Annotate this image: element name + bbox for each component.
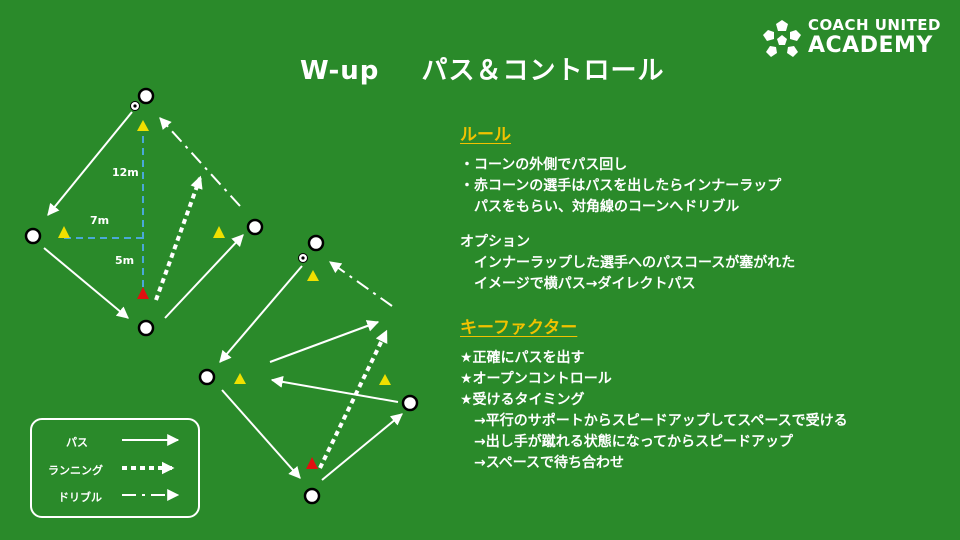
cone-yellow xyxy=(234,373,246,384)
player xyxy=(303,487,321,505)
player xyxy=(137,87,155,105)
player xyxy=(246,218,264,236)
cone-yellow xyxy=(213,226,225,238)
legend: パス ランニング ドリブル xyxy=(30,418,200,518)
ball-icon xyxy=(130,101,140,111)
ball-icon xyxy=(298,253,308,263)
coach-united-logo: COACH UNITED ACADEMY xyxy=(760,18,950,62)
keyfactor-line: ★オープンコントロール xyxy=(460,371,612,387)
title-main: W-up xyxy=(300,56,380,86)
legend-dribble-label: ドリブル xyxy=(58,491,102,504)
option-line: イメージで横パス→ダイレクトパス xyxy=(460,276,696,292)
cone-yellow xyxy=(379,374,391,385)
legend-symbols xyxy=(122,434,180,501)
pass-arrow xyxy=(221,389,301,479)
option-line: インナーラップした選手へのパスコースが塞がれた xyxy=(460,255,796,271)
title-sub: パス＆コントロール xyxy=(421,56,665,86)
logo-line1: COACH UNITED xyxy=(808,16,941,34)
rules-line: ・赤コーンの選手はパスを出したらインナーラップ xyxy=(460,178,782,194)
player xyxy=(307,234,325,252)
diagram-1: 12m 7m 5m xyxy=(24,87,264,337)
player xyxy=(137,319,155,337)
player xyxy=(198,368,216,386)
ball-cluster-icon xyxy=(763,20,801,57)
player xyxy=(24,227,42,245)
rules-line: パスをもらい、対角線のコーンへドリブル xyxy=(460,199,740,215)
measure-12m: 12m xyxy=(112,166,139,179)
keyfactor-line: →スペースで待ち合わせ xyxy=(460,455,625,471)
drill-diagram: 12m 7m 5m xyxy=(24,87,419,505)
cone-red xyxy=(137,287,149,299)
logo-text: COACH UNITED ACADEMY xyxy=(808,18,941,57)
rules-heading: ルール xyxy=(460,125,511,145)
measure-7m: 7m xyxy=(90,214,109,227)
cone-red xyxy=(306,457,318,469)
pass-arrow xyxy=(43,247,129,319)
pass-arrow xyxy=(321,413,403,481)
keyfactor-line: →出し手が蹴れる状態になってからスピードアップ xyxy=(460,434,794,450)
pass-arrow xyxy=(269,320,380,363)
keyfactor-line: ★正確にパスを出す xyxy=(460,350,585,366)
running-arrow xyxy=(154,175,203,301)
keyfactor-line: ★受けるタイミング xyxy=(460,392,585,408)
player xyxy=(401,394,419,412)
rules-line: ・コーンの外側でパス回し xyxy=(460,157,628,173)
option-heading: オプション xyxy=(460,234,530,250)
cone-yellow xyxy=(137,120,149,131)
dribble-arrow xyxy=(159,117,241,207)
cone-yellow xyxy=(307,270,319,281)
keyfactor-line: →平行のサポートからスピードアップしてスペースで受ける xyxy=(460,413,848,429)
legend-running-label: ランニング xyxy=(48,464,103,477)
text-panel: ルール ・コーンの外側でパス回し ・赤コーンの選手はパスを出したらインナーラップ… xyxy=(460,120,940,474)
diagram-2 xyxy=(198,234,419,505)
pass-arrow xyxy=(270,375,399,403)
slide-title: W-up パス＆コントロール xyxy=(300,50,664,87)
pass-arrow xyxy=(219,265,303,363)
pass-arrow xyxy=(47,111,133,216)
running-arrow xyxy=(318,329,388,469)
legend-pass-label: パス xyxy=(66,436,88,449)
keyfactor-heading: キーファクター xyxy=(460,318,578,338)
pass-arrow xyxy=(164,234,244,319)
cone-yellow xyxy=(58,226,70,238)
logo-line2: ACADEMY xyxy=(808,33,933,58)
dribble-arrow xyxy=(329,261,393,307)
measure-5m: 5m xyxy=(115,254,134,267)
